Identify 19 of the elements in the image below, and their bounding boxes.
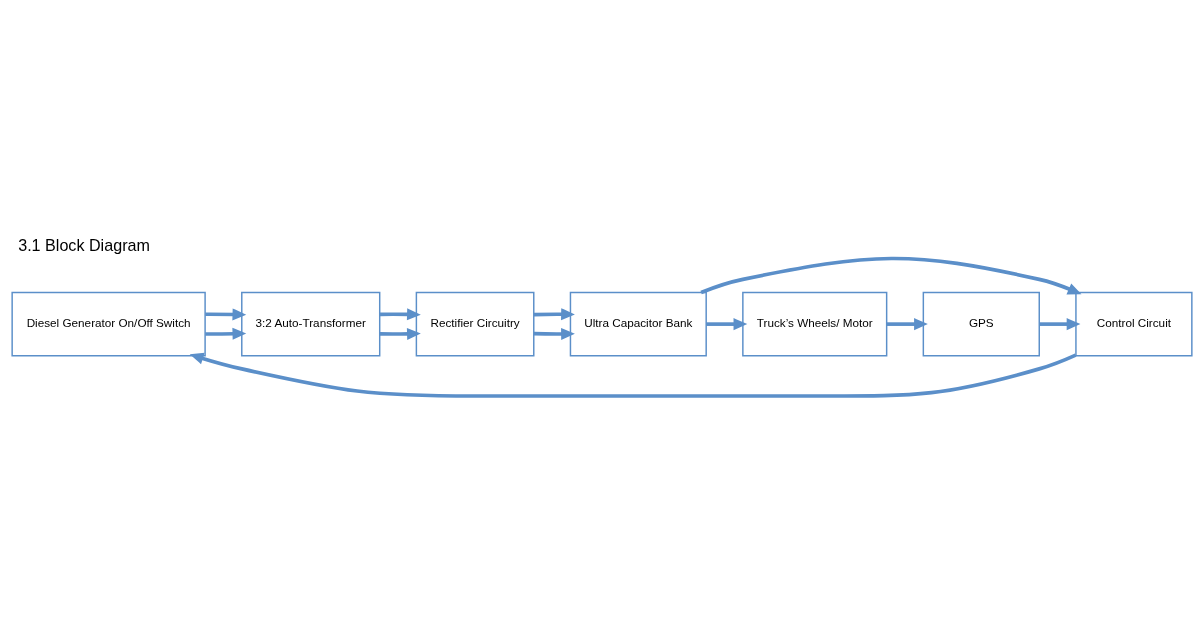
- node-box: 3:2 Auto-Transformer: [241, 291, 381, 356]
- arrow: [379, 327, 421, 340]
- node-box: Diesel Generator On/Off Switch: [11, 291, 206, 356]
- arrow: [533, 327, 575, 340]
- arrow: [1039, 317, 1081, 330]
- node-box: Rectifier Circuitry: [415, 291, 535, 356]
- arrow: [706, 317, 748, 330]
- node-box: Control Circuit: [1075, 291, 1193, 356]
- diagram-title: 3.1 Block Diagram: [18, 235, 150, 254]
- arrow: [533, 307, 575, 320]
- arrow: [205, 327, 247, 340]
- arrow: [189, 352, 1077, 398]
- arrow: [886, 317, 928, 330]
- node-box: GPS: [922, 291, 1040, 356]
- arrow: [700, 256, 1082, 294]
- node-box: Ultra Capacitor Bank: [569, 291, 707, 356]
- arrow: [205, 307, 247, 320]
- node-box: Truck’s Wheels/ Motor: [742, 291, 888, 356]
- arrow: [379, 307, 421, 320]
